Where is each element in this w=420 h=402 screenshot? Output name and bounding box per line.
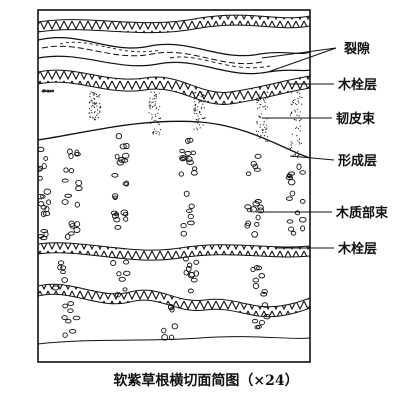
fissure-lines xyxy=(38,36,310,75)
lower-cork-band xyxy=(38,242,310,261)
inner-cork-band xyxy=(38,283,310,318)
label-phloem: 韧皮束 xyxy=(336,111,376,127)
upper-cork-band xyxy=(38,69,310,105)
cambium-line xyxy=(38,120,310,159)
top-cork-band xyxy=(38,14,310,34)
sample-outline xyxy=(37,9,311,363)
leader-lines xyxy=(256,47,337,249)
xylem-bundles xyxy=(38,133,307,341)
label-lower-cork: 木栓层 xyxy=(337,241,377,257)
label-upper-cork: 木栓层 xyxy=(337,77,377,93)
section-body xyxy=(38,14,310,345)
label-fissure: 裂隙 xyxy=(343,41,370,57)
phloem-bundles xyxy=(41,89,303,159)
figure-caption: 软紫草根横切面简图（×24） xyxy=(113,372,298,389)
label-xylem: 木质部束 xyxy=(335,205,389,221)
bottom-cork-line xyxy=(38,336,310,345)
label-cambium: 形成层 xyxy=(338,153,377,169)
